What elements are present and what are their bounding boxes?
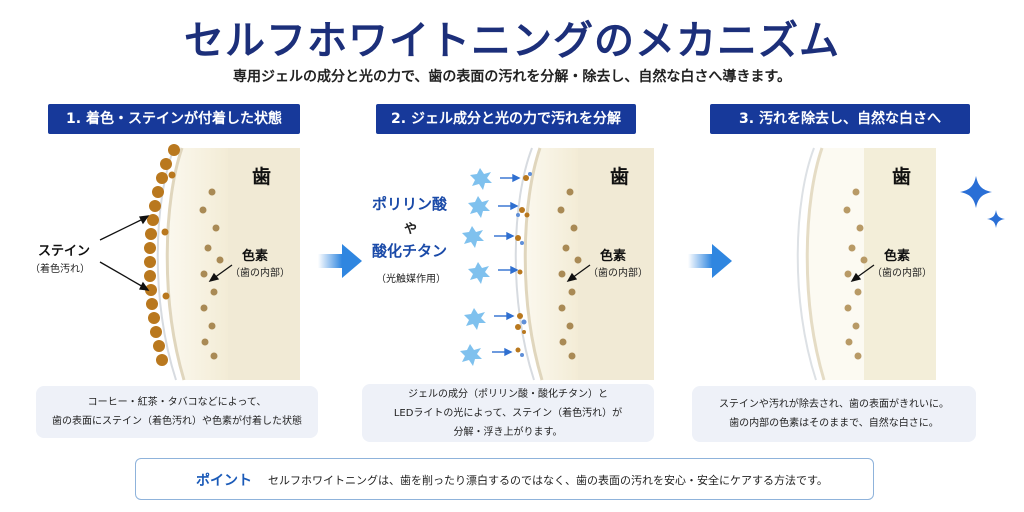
tooth-label-2: 歯 <box>610 166 630 188</box>
decomposed-stain-particles <box>515 172 532 357</box>
pigment-sub-label-2: （歯の内部） <box>588 268 648 279</box>
page-subtitle: 専用ジェルの成分と光の力で、歯の表面の汚れを分解・除去し、自然な白さへ導きます。 <box>232 69 792 85</box>
step-3-header: 3. 汚れを除去し、自然な白さへ <box>710 104 970 134</box>
tooth-label-1: 歯 <box>252 166 272 188</box>
caption-line: ジェルの成分（ポリリン酸・酸化チタン）と <box>408 388 608 400</box>
caption-line: コーヒー・紅茶・タバコなどによって、 <box>87 397 267 408</box>
pointer-line-3 <box>850 264 875 283</box>
caption-step-1: コーヒー・紅茶・タバコなどによって、 歯の表面にステイン（着色汚れ）や色素が付着… <box>36 386 318 438</box>
pigment-sub-label-1: （歯の内部） <box>230 268 290 279</box>
tooth-label-3: 歯 <box>892 166 912 188</box>
pigment-dots-3 <box>843 188 868 360</box>
step-1-header: 1. 着色・ステインが付着した状態 <box>48 104 300 134</box>
agent-label-titanium: 酸化チタン <box>372 242 448 260</box>
stain-label: ステイン <box>38 244 91 259</box>
point-text: セルフホワイトニングは、歯を削ったり漂白するのではなく、歯の表面の汚れを安心・安… <box>268 474 828 487</box>
caption-step-2: ジェルの成分（ポリリン酸・酸化チタン）と LEDライトの光によって、ステイン（着… <box>362 384 654 442</box>
point-box <box>135 458 874 500</box>
caption-line: LEDライトの光によって、ステイン（着色汚れ）が <box>393 407 623 419</box>
tooth-panel-3 <box>796 147 936 381</box>
pigment-dots-2 <box>557 188 582 360</box>
agent-sub-label: （光触媒作用） <box>376 274 446 285</box>
agent-label-polyphosphate: ポリリン酸 <box>372 195 448 213</box>
pointer-lines-1 <box>99 215 233 291</box>
sparkle-icon <box>960 176 1005 228</box>
pigment-label-3: 色素 <box>884 249 911 264</box>
stain-particles <box>144 144 180 366</box>
pigment-label-2: 色素 <box>600 249 627 264</box>
caption-line: 分解・浮き上がります。 <box>453 426 563 438</box>
caption-step-3: ステインや汚れが除去され、歯の表面がきれいに。 歯の内部の色素はそのままで、自然… <box>692 386 976 442</box>
point-label: ポイント <box>196 473 252 489</box>
right-arrow-icon <box>318 244 362 278</box>
pigment-sub-label-3: （歯の内部） <box>872 268 932 279</box>
stain-sub-label: （着色汚れ） <box>30 264 90 275</box>
tooth-panel-2 <box>514 147 654 381</box>
pointer-line-2 <box>566 264 591 283</box>
right-arrow-icon <box>688 244 732 278</box>
pigment-dots-1 <box>199 188 224 360</box>
light-burst-icon <box>460 168 492 366</box>
page-title: セルフホワイトニングのメカニズム <box>184 17 840 64</box>
caption-line: ステインや汚れが除去され、歯の表面がきれいに。 <box>718 399 950 410</box>
agent-label-or: や <box>404 222 418 237</box>
step-2-header: 2. ジェル成分と光の力で汚れを分解 <box>376 104 636 134</box>
caption-line: 歯の表面にステイン（着色汚れ）や色素が付着した状態 <box>52 416 302 427</box>
caption-line: 歯の内部の色素はそのままで、自然な白さに。 <box>729 418 939 429</box>
action-arrows <box>492 173 521 357</box>
pigment-label-1: 色素 <box>242 249 269 264</box>
